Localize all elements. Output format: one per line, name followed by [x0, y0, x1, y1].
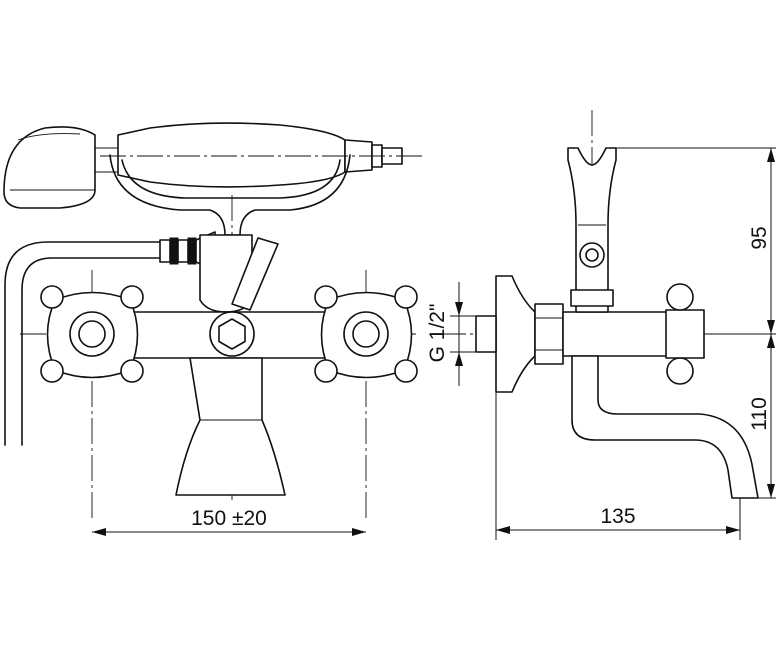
front-view: 150 ±20: [3, 122, 425, 536]
side-handle: [665, 283, 705, 385]
inlet-thread-label: G 1/2": [426, 304, 449, 363]
inlet-thread-dimension: G 1/2": [426, 282, 476, 386]
right-cross-handle: [314, 285, 418, 383]
projection-dimension-label: 135: [600, 505, 635, 528]
spout: [571, 355, 759, 499]
diverter-lever: [231, 237, 279, 311]
hose: [4, 241, 161, 446]
side-body: [562, 311, 674, 357]
side-cradle-column: [567, 147, 617, 313]
left-cross-handle: [40, 285, 144, 383]
hand-shower-head: [3, 126, 118, 209]
wall-rosette: [475, 275, 536, 393]
connection-nut: [534, 303, 564, 365]
holder-height-label: 95: [748, 226, 771, 249]
width-dimension-label: 150 ±20: [191, 507, 267, 530]
side-view: G 1/2" 135 95 110: [426, 110, 776, 540]
center-hex-nut: [209, 311, 255, 357]
projection-dimension: 135: [495, 392, 741, 540]
height-dimensions: 95 110: [608, 147, 776, 499]
hand-shower-handle: [100, 122, 425, 188]
width-dimension: 150 ±20: [92, 507, 366, 536]
spout-height-label: 110: [748, 397, 771, 430]
